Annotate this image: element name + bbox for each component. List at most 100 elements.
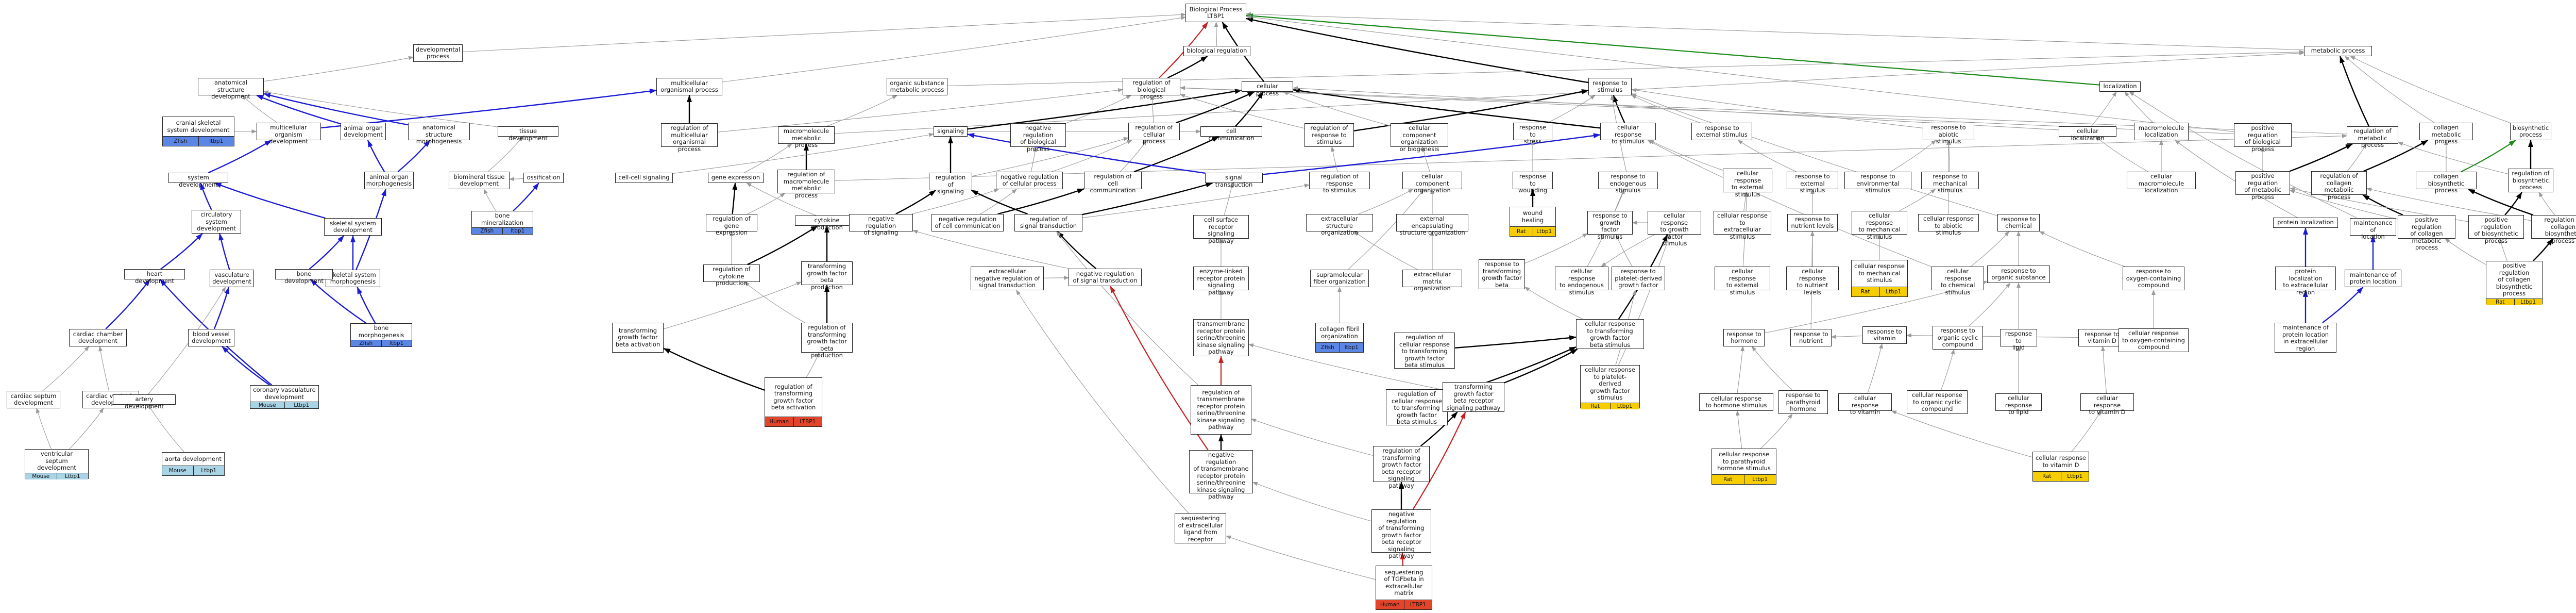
go-term-crchem[interactable]: cellular response to chemical stimulus	[1931, 267, 1984, 295]
go-term-crvitd[interactable]: cellular response to vitamin D	[2080, 393, 2134, 416]
go-term-sigtrans[interactable]: signal transduction	[1205, 173, 1263, 188]
go-term-enzrec[interactable]: enzyme-linked receptor protein signaling…	[1193, 267, 1249, 295]
go-term-crhorm[interactable]: cellular response to hormone stimulus	[1699, 393, 1773, 411]
go-term-regcp[interactable]: regulation of cellular process	[1128, 123, 1180, 145]
go-term-colbio[interactable]: collagen biosynthetic process	[2416, 172, 2477, 194]
go-term-celloc[interactable]: cellular localization	[2059, 126, 2116, 141]
go-term-skeldev[interactable]: skeletal system development	[324, 218, 382, 236]
go-term-rlipid[interactable]: response to lipid	[2000, 329, 2037, 351]
go-term-crext[interactable]: cellular response to external stimulus	[1723, 169, 1772, 197]
go-term-regcellcomm[interactable]: regulation of cell communication	[1084, 172, 1142, 194]
go-term-rorgsub[interactable]: response to organic substance	[1987, 266, 2050, 283]
go-term-negregtransmem[interactable]: negative regulation of transmembrane rec…	[1189, 450, 1253, 500]
go-term-bonedev[interactable]: bone development	[275, 269, 333, 284]
go-term-rchem[interactable]: response to chemical	[1997, 214, 2040, 231]
go-term-negregcp[interactable]: negative regulation of cellular process	[996, 172, 1063, 189]
go-term-rmech[interactable]: response to mechanical stimulus	[1921, 172, 1979, 194]
go-term-croxy[interactable]: cellular response to oxygen-containing c…	[2119, 328, 2189, 352]
go-term-posregmet[interactable]: positive regulation of metabolic process	[2235, 171, 2290, 200]
go-term-tgfbact[interactable]: transforming growth factor beta activati…	[612, 323, 664, 353]
go-term-resp[interactable]: response to stimulus	[1588, 78, 1632, 95]
go-term-crgfs[interactable]: cellular response to growth factor stimu…	[1648, 211, 1701, 247]
go-term-negregtgfbrsp[interactable]: negative regulation of transforming grow…	[1371, 509, 1431, 559]
go-term-bioreg[interactable]: biological regulation	[1183, 46, 1250, 56]
go-term-signaling[interactable]: signaling	[934, 126, 968, 137]
go-term-geneexp[interactable]: gene expression	[708, 173, 764, 183]
go-term-rext[interactable]: response to external stimulus	[1691, 123, 1752, 140]
go-term-regmacro[interactable]: regulation of macromolecule metabolic pr…	[777, 170, 835, 198]
go-term-eemo[interactable]: external encapsulating structure organiz…	[1396, 214, 1468, 236]
go-term-ecnegsig[interactable]: extracellular negative regulation of sig…	[971, 267, 1044, 290]
go-term-rgfs[interactable]: response to growth factor stimulus	[1587, 211, 1633, 240]
go-term-metab[interactable]: metabolic process	[2304, 46, 2372, 56]
go-term-biosyn[interactable]: biosynthetic process	[2510, 123, 2551, 140]
go-term-amorph[interactable]: animal organ morphogenesis	[364, 172, 414, 189]
go-term-roxy[interactable]: response to oxygen-containing compound	[2123, 267, 2184, 290]
go-term-posregcolbio[interactable]: positive regulation of collagen biosynth…	[2486, 261, 2543, 305]
go-term-ecmo[interactable]: extracellular matrix organization	[1402, 270, 1462, 292]
go-term-crorgcyc[interactable]: cellular response to organic cyclic comp…	[1907, 390, 1968, 414]
go-term-regmop[interactable]: regulation of multicellular organismal p…	[661, 123, 718, 152]
go-term-cellcellsig[interactable]: cell-cell signaling	[615, 173, 673, 183]
go-term-maintloc[interactable]: maintenance of location	[2350, 218, 2396, 240]
go-term-rabio[interactable]: response to abiotic stimulus	[1923, 123, 1974, 145]
go-term-renv[interactable]: response to environmental stimulus	[1844, 172, 1911, 194]
go-term-regrespstim[interactable]: regulation of response to stimulus	[1309, 172, 1370, 194]
go-term-regbiosyn[interactable]: regulation of biosynthetic process	[2508, 169, 2553, 192]
go-term-maintprotloc[interactable]: maintenance of protein location	[2345, 270, 2401, 287]
go-term-rstress[interactable]: response to stress	[1513, 123, 1552, 145]
go-term-seqtgfb[interactable]: sequestering of TGFbeta in extracellular…	[1376, 566, 1432, 610]
go-term-rorgcyc[interactable]: response to organic cyclic compound	[1933, 326, 1983, 350]
go-term-protloc[interactable]: protein localization	[2273, 218, 2338, 228]
go-term-macloc[interactable]: macromolecule localization	[2134, 123, 2189, 140]
go-term-rnut[interactable]: response to nutrient	[1790, 329, 1832, 346]
go-term-seqecl[interactable]: sequestering of extracellular ligand fro…	[1175, 513, 1226, 543]
go-term-regtgfbrsp[interactable]: regulation of transforming growth factor…	[1373, 446, 1430, 489]
go-term-rext2[interactable]: response to external stimulus	[1787, 172, 1838, 194]
go-term-macro[interactable]: macromolecule metabolic process	[778, 126, 835, 148]
go-term-vasc[interactable]: vasculature development	[210, 270, 254, 287]
go-term-osmp[interactable]: organic substance metabolic process	[887, 78, 947, 95]
go-term-crlipid[interactable]: cellular response to lipid	[1995, 393, 2042, 416]
go-term-cellproc[interactable]: cellular process	[1242, 81, 1293, 96]
go-term-sysdev[interactable]: system development	[168, 173, 228, 188]
go-term-crnutlev[interactable]: cellular response to nutrient levels	[1786, 267, 1839, 295]
go-term-tgfbprod[interactable]: transforming growth factor beta producti…	[801, 261, 853, 290]
go-term-posregbiosyn[interactable]: positive regulation of biosynthetic proc…	[2468, 215, 2524, 244]
go-term-cardsept[interactable]: cardiac septum development	[7, 391, 60, 408]
go-term-negregcellcomm[interactable]: negative regulation of cell communicatio…	[931, 214, 1004, 231]
go-term-crtgfb[interactable]: cellular response to transforming growth…	[1576, 319, 1644, 349]
go-term-negregsig[interactable]: negative regulation of signaling	[849, 214, 913, 236]
go-term-heartdev[interactable]: heart development	[124, 269, 185, 284]
go-term-asd[interactable]: anatomical structure development	[198, 78, 264, 100]
go-term-regsigtrans[interactable]: regulation of signal transduction	[1014, 214, 1082, 231]
go-term-protlocecr[interactable]: protein localization to extracellular re…	[2275, 267, 2336, 295]
go-term-maintprotlocecr[interactable]: maintenance of protein location in extra…	[2275, 323, 2336, 353]
go-term-tisdev[interactable]: tissue development	[498, 126, 558, 141]
go-term-tgfbrsp[interactable]: transforming growth factor beta receptor…	[1443, 382, 1504, 412]
go-term-regtgfbrec[interactable]: regulation of cellular response to trans…	[1386, 389, 1448, 425]
go-term-rvitamin[interactable]: response to vitamin	[1862, 326, 1907, 344]
go-term-crvit[interactable]: cellular response to vitamin	[1838, 393, 1892, 416]
go-term-crpth[interactable]: cellular response to parathyroid hormone…	[1711, 449, 1776, 485]
go-term-crs[interactable]: cellular response to stimulus	[1600, 123, 1656, 145]
go-term-negregsigtrans[interactable]: negative regulation of signal transducti…	[1069, 269, 1142, 286]
go-term-artery[interactable]: artery development	[113, 394, 176, 409]
go-term-mod[interactable]: multicellular organism development	[256, 123, 321, 145]
go-term-crextstim[interactable]: cellular response to extracellular stimu…	[1714, 211, 1771, 240]
go-term-asm[interactable]: anatomical structure morphogenesis	[408, 123, 470, 145]
go-term-rwound[interactable]: response to wounding	[1513, 172, 1553, 194]
go-term-surfrec[interactable]: cell surface receptor signaling pathway	[1193, 215, 1249, 244]
go-term-regtransmem[interactable]: regulation of transmembrane receptor pro…	[1191, 385, 1251, 435]
go-term-rvitd[interactable]: response to vitamin D	[2078, 329, 2126, 346]
go-term-colmet[interactable]: collagen metabolic process	[2419, 123, 2473, 145]
go-term-bloodvessel[interactable]: blood vessel development	[188, 329, 234, 346]
go-term-regcolbio[interactable]: regulation of collagen biosynthetic proc…	[2531, 215, 2576, 244]
go-term-regcytoprod[interactable]: regulation of cytokine production	[703, 264, 760, 287]
